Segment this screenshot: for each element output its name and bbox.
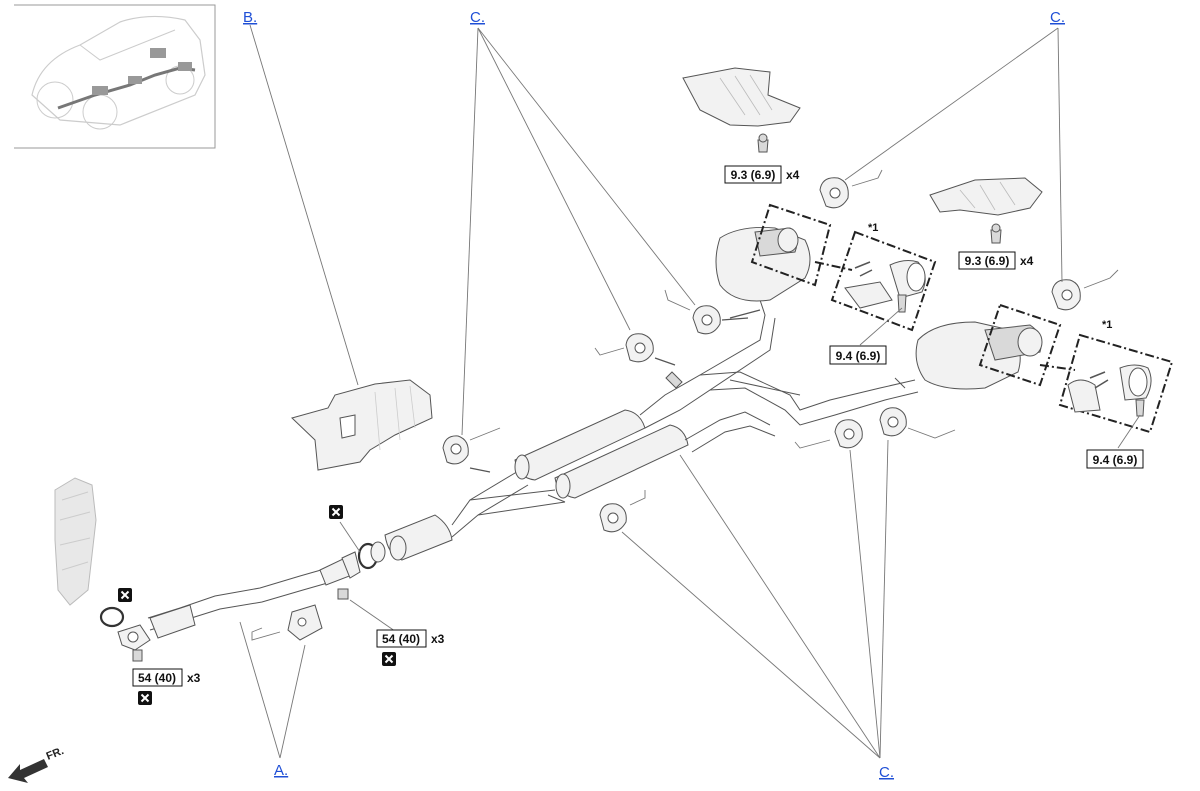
hanger-rubber-6 — [879, 407, 956, 439]
callout-c-link-top-left[interactable]: C. — [470, 9, 485, 26]
leader-lines — [239, 24, 1141, 759]
heat-shield-center — [291, 379, 433, 471]
front-pipe — [147, 565, 339, 639]
hanger-rubber-7 — [819, 169, 883, 209]
callout-c-link-top-right[interactable]: C. — [1050, 9, 1065, 26]
catalytic-converter — [54, 477, 97, 606]
heat-shield-rear-right — [929, 177, 1043, 244]
torque-shield-right-qty: x4 — [1020, 254, 1034, 268]
heat-shield-rear-left — [682, 67, 801, 153]
tailpipe-detail-left — [750, 203, 937, 332]
torque-shield-right: 9.3 (6.9) x4 — [958, 251, 1034, 270]
hanger-rubber-5 — [794, 419, 863, 449]
replace-part-icon — [118, 588, 132, 602]
torque-front-flange: 54 (40) x3 — [132, 668, 201, 687]
callout-b-link[interactable]: B. — [243, 9, 257, 26]
rear-pipes — [639, 299, 919, 453]
torque-shield-left: 9.3 (6.9) x4 — [724, 165, 800, 184]
rear-muffler-right — [894, 321, 1043, 390]
rear-muffler-left — [715, 227, 811, 319]
hanger-rubber-1 — [442, 427, 501, 473]
front-direction-label: FR. — [45, 745, 66, 763]
hanger-rubber-4 — [599, 490, 646, 533]
front-gasket — [99, 606, 125, 628]
torque-tip-right-value: 9.4 (6.9) — [1093, 453, 1138, 467]
replace-part-icon — [382, 652, 396, 666]
vehicle-locator-icon — [14, 4, 216, 149]
front-hanger-bracket — [251, 604, 323, 641]
joint-gasket — [357, 541, 386, 570]
torque-front-flange-value: 54 (40) — [138, 671, 176, 685]
torque-joint-flange-qty: x3 — [431, 632, 445, 646]
torque-tip-left-value: 9.4 (6.9) — [836, 349, 881, 363]
front-direction-arrow-icon: FR. — [8, 745, 66, 783]
torque-shield-left-qty: x4 — [786, 168, 800, 182]
callout-a-link[interactable]: A. — [274, 762, 288, 779]
torque-shield-right-value: 9.3 (6.9) — [965, 254, 1010, 268]
hanger-rubber-8 — [1051, 269, 1119, 311]
resonator — [384, 514, 453, 561]
replace-part-icon — [138, 691, 152, 705]
tailpipe-detail-right — [978, 303, 1174, 434]
flex-joint — [319, 551, 361, 600]
center-y-pipe — [451, 469, 566, 538]
detail-note-right: *1 — [1102, 319, 1112, 331]
torque-front-flange-qty: x3 — [187, 671, 201, 685]
torque-tip-left: 9.4 (6.9) — [829, 345, 887, 365]
center-muffler-upper — [514, 409, 646, 481]
torque-joint-flange: 54 (40) x3 — [376, 629, 445, 648]
hanger-rubber-3 — [664, 289, 749, 335]
torque-tip-right: 9.4 (6.9) — [1086, 449, 1144, 469]
callout-c-link-bottom[interactable]: C. — [879, 764, 894, 781]
detail-note-left: *1 — [868, 222, 878, 234]
torque-shield-left-value: 9.3 (6.9) — [731, 168, 776, 182]
torque-joint-flange-value: 54 (40) — [382, 632, 420, 646]
center-muffler-lower — [547, 424, 689, 503]
hanger-rubber-2 — [594, 333, 676, 366]
front-flange — [117, 624, 151, 662]
replace-part-icon — [329, 505, 343, 519]
